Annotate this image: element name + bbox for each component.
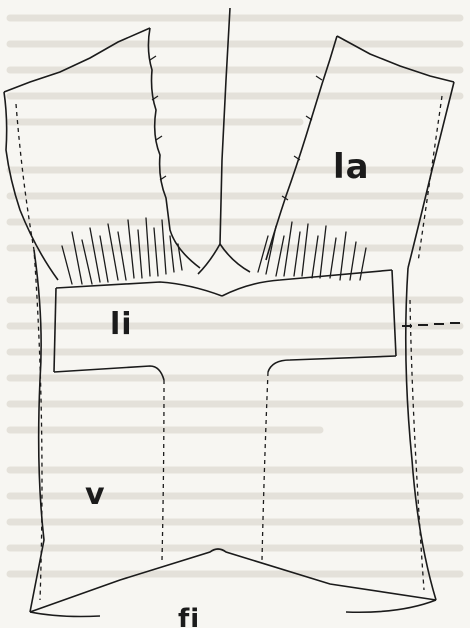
label-v: v <box>85 480 106 510</box>
outer-outline <box>4 8 454 280</box>
label-li: li <box>110 310 133 340</box>
edge-ticks <box>150 56 322 200</box>
label-fi: fi <box>178 606 200 628</box>
label-la: la <box>333 150 370 184</box>
